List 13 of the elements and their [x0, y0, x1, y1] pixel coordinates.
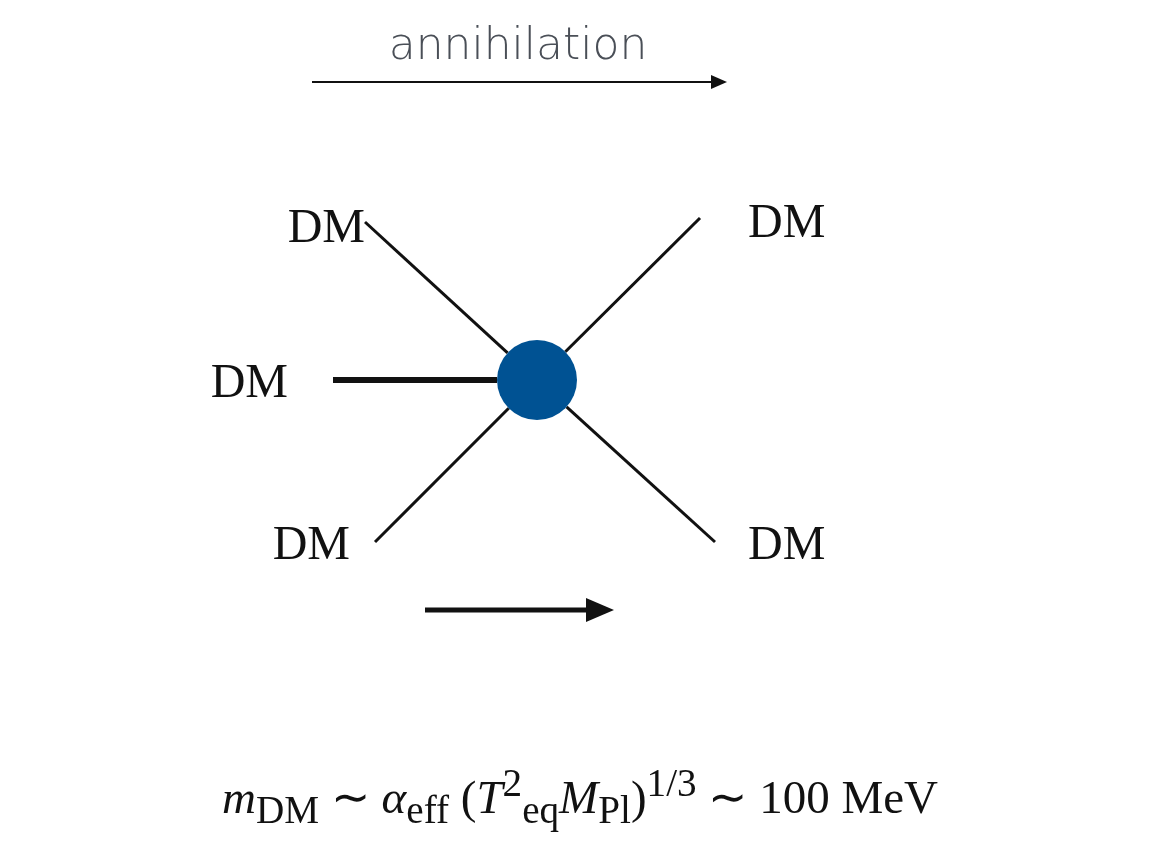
- particle-line: [565, 405, 716, 544]
- particle-line: [333, 377, 497, 383]
- direction-label: annihilation: [388, 18, 648, 69]
- particle-label: DM: [232, 512, 375, 572]
- particle-label: DM: [700, 190, 865, 250]
- formula: m$_{DM}$ ∼ α$_{eff}$ (T$^{2}$$_{eq}$M$_{Pl}$)$^{1/3}$ ∼ 100 MeV: [222, 760, 938, 833]
- vertex-circle: [497, 340, 577, 420]
- particle-label: DM: [715, 512, 865, 572]
- particle-label: DM: [225, 195, 365, 255]
- particle-line: [564, 216, 702, 353]
- particle-line: [373, 407, 510, 544]
- particle-line: [364, 220, 509, 355]
- particle-label: DM: [170, 350, 333, 410]
